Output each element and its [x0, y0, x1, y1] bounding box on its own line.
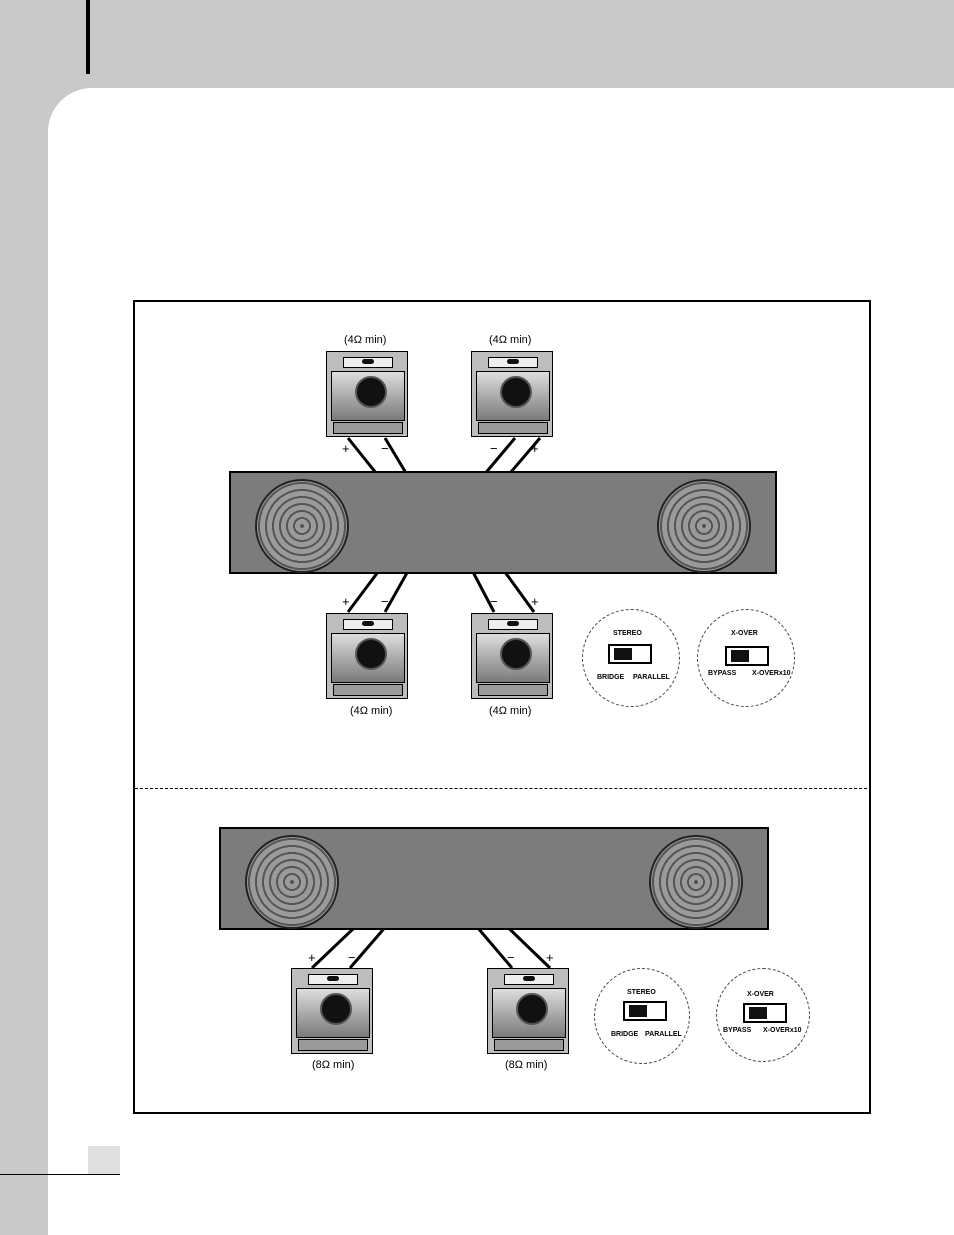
plus-sign: + — [546, 950, 554, 965]
amplifier-rear-panel — [229, 471, 777, 574]
speaker-impedance-label: (8Ω min) — [505, 1059, 547, 1071]
plus-sign: + — [342, 594, 350, 609]
plus-sign: + — [531, 441, 539, 456]
xover-x10-label: X-OVERx10 — [763, 1027, 802, 1034]
stereo-mode-switch — [623, 1001, 667, 1021]
xover-label: X-OVER — [747, 991, 774, 998]
xover-callout: X-OVER BYPASS X-OVERx10 — [697, 609, 795, 707]
fan-grille — [245, 835, 339, 929]
xover-callout: X-OVER BYPASS X-OVERx10 — [716, 968, 810, 1062]
speaker — [326, 351, 408, 437]
speaker-impedance-label: (8Ω min) — [312, 1059, 354, 1071]
stereo-label: STEREO — [613, 630, 642, 637]
minus-sign: − — [490, 441, 498, 456]
plus-sign: + — [342, 441, 350, 456]
speaker — [291, 968, 373, 1054]
speaker — [471, 351, 553, 437]
speaker — [326, 613, 408, 699]
xover-switch — [743, 1003, 787, 1023]
minus-sign: − — [490, 594, 498, 609]
plus-sign: + — [531, 594, 539, 609]
stereo-mode-switch — [608, 644, 652, 664]
amplifier-rear-panel — [219, 827, 769, 930]
stereo-label: STEREO — [627, 989, 656, 996]
footer-rule — [0, 1174, 120, 1175]
fan-grille — [255, 479, 349, 573]
xover-switch — [725, 646, 769, 666]
parallel-label: PARALLEL — [633, 674, 670, 681]
bridge-label: BRIDGE — [597, 674, 624, 681]
speaker — [487, 968, 569, 1054]
page-number-box — [88, 1146, 120, 1174]
xover-label: X-OVER — [731, 630, 758, 637]
minus-sign: − — [348, 950, 356, 965]
speaker — [471, 613, 553, 699]
minus-sign: − — [507, 950, 515, 965]
speaker-impedance-label: (4Ω min) — [350, 705, 392, 717]
fan-grille — [649, 835, 743, 929]
speaker-impedance-label: (4Ω min) — [489, 334, 531, 346]
stereo-mode-callout: STEREO BRIDGE PARALLEL — [594, 968, 690, 1064]
speaker-impedance-label: (4Ω min) — [344, 334, 386, 346]
minus-sign: − — [381, 441, 389, 456]
parallel-label: PARALLEL — [645, 1031, 682, 1038]
minus-sign: − — [381, 594, 389, 609]
plus-sign: + — [308, 950, 316, 965]
bypass-label: BYPASS — [723, 1027, 751, 1034]
fan-grille — [657, 479, 751, 573]
bypass-label: BYPASS — [708, 670, 736, 677]
xover-x10-label: X-OVERx10 — [752, 670, 791, 677]
bridge-label: BRIDGE — [611, 1031, 638, 1038]
stereo-mode-callout: STEREO BRIDGE PARALLEL — [582, 609, 680, 707]
speaker-impedance-label: (4Ω min) — [489, 705, 531, 717]
